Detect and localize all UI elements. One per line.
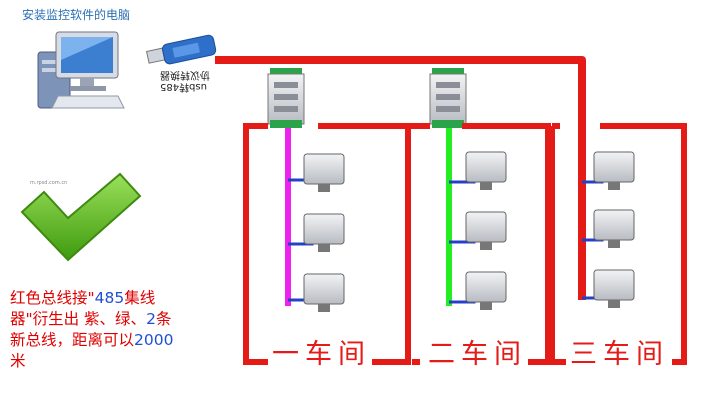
sensor-icon bbox=[593, 151, 635, 190]
sensor-icon bbox=[303, 213, 345, 252]
sensor-icon bbox=[593, 209, 635, 248]
usb-converter-label: usb转485 协议转换器 bbox=[160, 68, 210, 92]
caption-part5: 条新总线，距离可以 bbox=[10, 310, 172, 349]
caption-part6: 2000 bbox=[134, 331, 174, 349]
room-label-1: 一车间 bbox=[272, 339, 371, 370]
room-label-3: 三车间 bbox=[570, 339, 669, 370]
watermark-url: m.rpsd.com.cn bbox=[30, 180, 68, 186]
main-bus bbox=[215, 56, 586, 300]
pc-title: 安装监控软件的电脑 bbox=[22, 8, 131, 22]
sensor-icon bbox=[465, 271, 507, 310]
computer-icon bbox=[37, 31, 125, 109]
sensors bbox=[303, 151, 635, 312]
caption-part4: 2 bbox=[146, 310, 156, 328]
sensor-icon bbox=[303, 273, 345, 312]
hub-icon bbox=[429, 68, 467, 128]
usb-label-line1: usb转485 bbox=[160, 81, 207, 92]
caption-part7: 米 bbox=[10, 352, 26, 370]
caption-part3: 集线器"衍生出 紫、绿、 bbox=[10, 289, 156, 328]
sensor-icon bbox=[593, 269, 635, 308]
branch-buses bbox=[285, 128, 452, 306]
sensor-icon bbox=[303, 153, 345, 192]
check-mark-icon bbox=[20, 172, 142, 262]
caption-text: 红色总线接"485集线器"衍生出 紫、绿、2条新总线，距离可以2000 米 bbox=[10, 288, 180, 372]
caption-part1: 红色总线接" bbox=[10, 289, 95, 307]
sensor-icon bbox=[465, 151, 507, 190]
usb-label-line2: 协议转换器 bbox=[160, 69, 210, 80]
room-label-2: 二车间 bbox=[428, 339, 527, 370]
hub-icon bbox=[267, 68, 305, 128]
caption-part2: 485 bbox=[94, 289, 125, 307]
sensor-icon bbox=[465, 211, 507, 250]
usb-converter-icon bbox=[145, 34, 217, 65]
room-frames bbox=[243, 123, 687, 365]
